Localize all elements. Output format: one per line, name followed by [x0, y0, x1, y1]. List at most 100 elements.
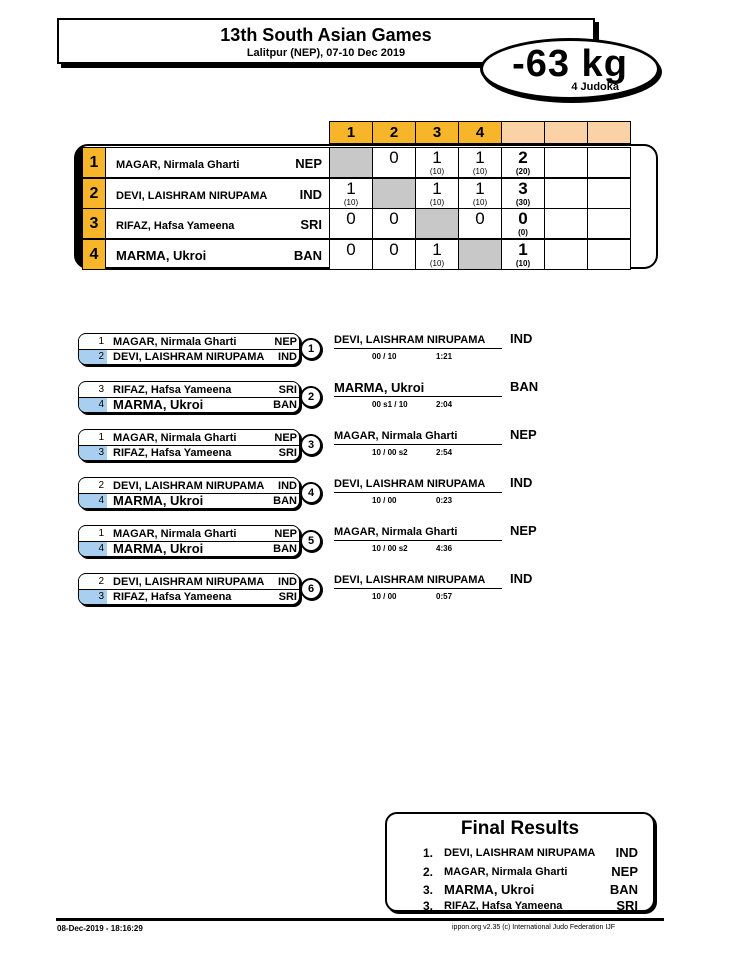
- pool-score-value: 1: [475, 179, 485, 198]
- pool-score-cell: 1 (10): [415, 239, 459, 270]
- match: 2 DEVI, LAISHRAM NIRUPAMA IND 4 MARMA, U…: [78, 475, 538, 509]
- match-number: 3: [300, 434, 322, 456]
- pool-blank-cell: [544, 239, 588, 270]
- blue-competitor: 4 MARMA, Ukroi BAN: [79, 494, 299, 508]
- white-seed: 1: [79, 431, 107, 446]
- match-pairing: 1 MAGAR, Nirmala Gharti NEP 4 MARMA, Ukr…: [78, 525, 300, 557]
- blue-competitor: 3 RIFAZ, Hafsa Yameena SRI: [79, 446, 299, 460]
- pool-score-points: (10): [343, 198, 359, 207]
- pool-total-cell: 1 (10): [501, 239, 545, 270]
- pool-rank: 2: [82, 178, 106, 209]
- blue-name: RIFAZ, Hafsa Yameena: [113, 591, 232, 603]
- blue-name: RIFAZ, Hafsa Yameena: [113, 447, 232, 459]
- white-country: SRI: [278, 384, 297, 396]
- pool-score-value: 0: [346, 240, 356, 259]
- pairing-divider: [79, 589, 299, 590]
- pool-total-wins: 1: [518, 240, 528, 259]
- footer-rule: [56, 918, 664, 921]
- event-subtitle: Lalitpur (NEP), 07-10 Dec 2019: [246, 47, 406, 59]
- blue-seed: 2: [79, 350, 107, 364]
- match-number: 5: [300, 530, 322, 552]
- pool-row: 2 DEVI, LAISHRAM NIRUPAMA IND 1 (10) 1 (…: [82, 178, 631, 209]
- judoka-count: 4 Judoka: [571, 81, 619, 93]
- pool-score-cell: 1 (10): [458, 178, 502, 209]
- pool-score-cell: [415, 208, 459, 239]
- match-winner: MAGAR, Nirmala Gharti: [334, 526, 502, 541]
- pool-score-cell: [458, 239, 502, 270]
- match-winner-country: NEP: [510, 427, 537, 442]
- match-number: 4: [300, 482, 322, 504]
- pool-score-cell: 1 (10): [415, 147, 459, 178]
- match-pairing: 2 DEVI, LAISHRAM NIRUPAMA IND 3 RIFAZ, H…: [78, 573, 300, 605]
- white-seed: 2: [79, 575, 107, 590]
- blue-country: IND: [278, 351, 297, 363]
- pairing-divider: [79, 397, 299, 398]
- final-place: 2.: [423, 865, 434, 879]
- pool-total-points: (20): [515, 167, 531, 176]
- pool-total-wins: 2: [518, 148, 528, 167]
- match-number: 2: [300, 386, 322, 408]
- match-winner: DEVI, LAISHRAM NIRUPAMA: [334, 478, 502, 493]
- match-winner-country: NEP: [510, 523, 537, 538]
- match-winner: DEVI, LAISHRAM NIRUPAMA: [334, 334, 502, 349]
- pool-total-cell: 0 (0): [501, 208, 545, 239]
- blue-seed: 4: [79, 494, 107, 508]
- pool-rank: 3: [82, 208, 106, 239]
- pool-rank: 4: [82, 239, 106, 270]
- match-winner-country: BAN: [510, 379, 539, 394]
- pool-score-cell: 1 (10): [458, 147, 502, 178]
- white-name: RIFAZ, Hafsa Yameena: [113, 384, 232, 396]
- match-winner-country: IND: [510, 475, 533, 490]
- footer-timestamp: 08-Dec-2019 - 18:16:29: [57, 924, 143, 933]
- pool-competitor-country: IND: [299, 187, 322, 202]
- match-score: 10 / 00 s2: [372, 448, 408, 457]
- match-score: 10 / 00 s2: [372, 544, 408, 553]
- white-seed: 3: [79, 383, 107, 398]
- white-name: DEVI, LAISHRAM NIRUPAMA: [113, 480, 265, 492]
- pool-score-value: 0: [475, 209, 485, 228]
- pool-row: 1 MAGAR, Nirmala Gharti NEP 0 1 (10) 1 (…: [82, 147, 631, 178]
- final-results-heading: Final Results: [460, 818, 580, 839]
- white-competitor: 3 RIFAZ, Hafsa Yameena SRI: [79, 383, 299, 398]
- pool-score-value: 0: [389, 240, 399, 259]
- pool-score-cell: 1 (10): [329, 178, 373, 209]
- pool-competitor: MARMA, Ukroi BAN: [106, 239, 330, 270]
- match-time: 0:23: [436, 496, 453, 505]
- blue-seed: 4: [79, 542, 107, 556]
- event-title-box: 13th South Asian Games Lalitpur (NEP), 0…: [57, 18, 595, 64]
- match-pairing: 3 RIFAZ, Hafsa Yameena SRI 4 MARMA, Ukro…: [78, 381, 300, 413]
- white-seed: 1: [79, 527, 107, 542]
- white-country: IND: [278, 480, 297, 492]
- match: 3 RIFAZ, Hafsa Yameena SRI 4 MARMA, Ukro…: [78, 379, 539, 413]
- pairing-divider: [79, 349, 299, 350]
- pool-score-cell: 0: [372, 239, 416, 270]
- white-name: MAGAR, Nirmala Gharti: [113, 432, 237, 444]
- match-score: 00 / 10: [372, 352, 397, 361]
- match-winner-country: IND: [510, 571, 533, 586]
- pool-score-cell: 0: [329, 239, 373, 270]
- match-score: 00 s1 / 10: [372, 400, 408, 409]
- pool-frame-bar: [76, 146, 84, 267]
- blue-name: MARMA, Ukroi: [113, 541, 204, 556]
- pool-col-header-blank: [587, 121, 631, 144]
- pool-col-header: 1: [329, 121, 373, 144]
- blue-country: BAN: [273, 399, 297, 411]
- final-country: BAN: [609, 882, 638, 897]
- white-name: MAGAR, Nirmala Gharti: [113, 336, 237, 348]
- final-name: MAGAR, Nirmala Gharti: [444, 866, 568, 878]
- pool-score-cell: 0: [329, 208, 373, 239]
- white-country: NEP: [274, 528, 297, 540]
- final-place: 3.: [423, 899, 434, 913]
- pool-col-header-blank: [544, 121, 588, 144]
- pool-col-header-total: [501, 121, 545, 144]
- footer-credit: ippon.org v2.35 (c) International Judo F…: [452, 924, 616, 931]
- pool-score-points: (10): [472, 198, 488, 207]
- pool-total-wins: 0: [518, 209, 528, 228]
- pool-score-value: 0: [389, 148, 399, 167]
- white-competitor: 1 MAGAR, Nirmala Gharti NEP: [79, 527, 299, 542]
- final-place: 1.: [423, 846, 434, 860]
- pool-blank-cell: [544, 147, 588, 178]
- pool-score-value: 0: [389, 209, 399, 228]
- match-number: 1: [300, 338, 322, 360]
- final-country: SRI: [616, 898, 638, 913]
